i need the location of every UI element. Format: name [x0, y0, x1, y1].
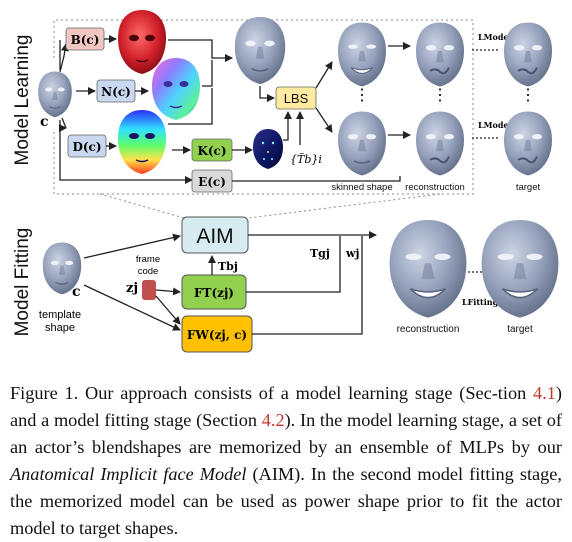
line-ft-to-recon	[246, 236, 341, 293]
normal-map-face	[152, 58, 200, 120]
skinned-face-bottom	[337, 110, 387, 177]
target-face-top	[502, 21, 554, 88]
reconstruction-ellipsis: ⋮	[432, 85, 448, 104]
transform-set-label: {T̃b}i	[290, 153, 322, 166]
zoom-line-right	[247, 193, 441, 219]
template-caption-line2: shape	[45, 322, 75, 334]
arrow-input-to-d	[59, 117, 68, 129]
w-label: wj	[345, 247, 359, 260]
tb-label: Tbj	[218, 260, 238, 273]
block-fw-label: FW(zj, c)	[187, 328, 247, 342]
block-n-label: N(c)	[101, 85, 131, 99]
block-ft-label: FT(zj)	[194, 286, 234, 300]
red-skull-mask	[118, 10, 166, 74]
label-reconstruction-learning: reconstruction	[405, 182, 465, 193]
learning-region-outline	[53, 19, 474, 195]
caption-part-4: (AIM). In the second model fitting stage…	[10, 464, 562, 538]
arrow-lbs-to-skinned-top	[315, 61, 333, 89]
deformation-map-face	[118, 110, 166, 174]
label-target-learning: target	[516, 182, 541, 193]
caption-aim-name: Anatomical Implicit face Model	[10, 464, 247, 484]
arrow-code-to-ft	[155, 287, 181, 296]
skinned-face-top	[337, 21, 387, 88]
loss-model-label-bottom: LModel	[478, 120, 512, 130]
arrow-navy-to-lbs	[283, 111, 292, 141]
section-label-model-fitting: Model Fitting	[12, 228, 33, 337]
caption-part-3: ). In the model learning stage, a set of…	[10, 410, 562, 457]
figure-diagram: Model Learning Model Fitting c B(c) N(c)…	[12, 10, 560, 353]
tg-label: Tgj	[310, 247, 330, 260]
block-lbs-label: LBS	[284, 91, 309, 106]
section-label-model-learning: Model Learning	[12, 35, 33, 166]
label-target-fitting: target	[507, 324, 533, 335]
block-aim-label: AIM	[196, 225, 233, 248]
reconstruction-face-bottom	[414, 110, 466, 177]
template-caption-line1: template	[39, 309, 81, 321]
neutral-face	[233, 16, 287, 85]
arrow-input-to-b	[60, 40, 66, 73]
line-e-out	[232, 176, 401, 182]
caption-part-2: ) and a model fitting stage (Section	[10, 383, 562, 430]
block-lbs	[275, 86, 317, 110]
arrow-neutral-to-lbs	[259, 86, 275, 102]
figure-caption: Figure 1. Our approach consists of a mod…	[10, 380, 562, 542]
caption-part-1: Figure 1. Our approach consists of a mod…	[10, 383, 534, 403]
label-skinned-shape: skinned shape	[331, 182, 392, 193]
reconstruction-face-top	[414, 21, 466, 88]
input-face-symbol: c	[40, 114, 49, 130]
frame-code-vector	[142, 280, 156, 300]
arrow-lbs-to-skinned-bottom	[315, 107, 333, 133]
section-ref-4-1[interactable]: 4.1	[533, 383, 556, 403]
arrow-code-to-fw	[155, 295, 181, 325]
frame-code-line2: code	[138, 266, 159, 277]
target-ellipsis: ⋮	[520, 85, 536, 104]
line-fw-to-recon	[252, 236, 363, 335]
arrow-rainbow-to-neutral	[202, 60, 213, 87]
label-reconstruction-fitting: reconstruction	[397, 324, 460, 335]
zoom-line-left	[99, 193, 185, 219]
arrow-template-to-aim	[83, 233, 181, 259]
loss-fitting-label: LFitting	[462, 297, 499, 307]
frame-code-line1: frame	[136, 254, 160, 265]
loss-model-label-top: LModel	[478, 32, 512, 42]
block-d-label: D(c)	[72, 140, 101, 154]
block-b-label: B(c)	[71, 33, 100, 47]
arrow-jet-to-neutral	[168, 88, 213, 125]
block-k-label: K(c)	[197, 144, 226, 158]
keypoint-face	[253, 129, 283, 169]
z-label: zj	[126, 281, 138, 296]
target-face-bottom	[502, 110, 554, 177]
input-face	[37, 70, 73, 118]
block-e-label: E(c)	[198, 175, 226, 189]
arrow-template-to-fw	[83, 284, 181, 331]
template-symbol: c	[72, 284, 81, 300]
skinned-ellipsis: ⋮	[354, 85, 370, 104]
fitting-reconstruction-face	[388, 219, 468, 319]
arrow-red-to-neutral	[168, 39, 233, 62]
line-input-to-e	[59, 120, 193, 184]
section-ref-4-2[interactable]: 4.2	[261, 410, 285, 430]
